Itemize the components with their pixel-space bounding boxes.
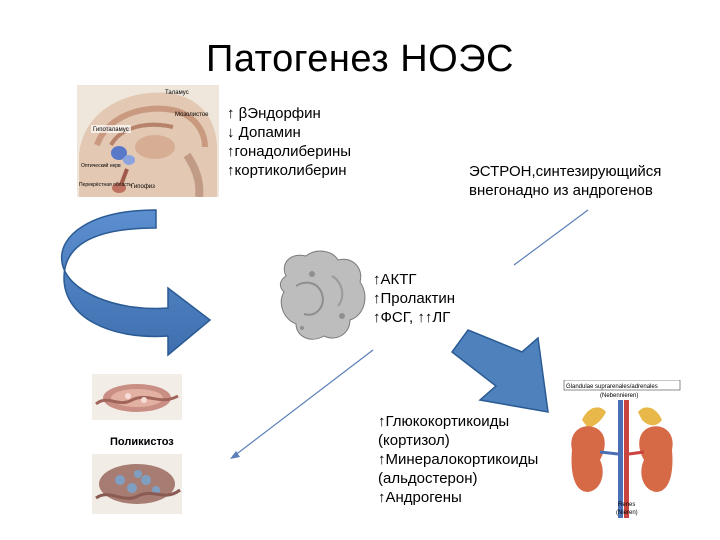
ovary-label: Поликистоз (110, 436, 174, 448)
hypothalamus-line-4: ↑кортиколиберин (227, 162, 347, 179)
pituitary-line-2: ↑Пролактин (373, 290, 455, 307)
line-to-estrone (513, 209, 589, 266)
adrenal-line-2: (кортизол) (378, 432, 450, 449)
pituitary-line-1: ↑АКТГ (373, 271, 417, 288)
diagonal-arrow-right (450, 329, 549, 413)
adrenal-line-4: (альдостерон) (378, 470, 478, 487)
ovary-image-normal (92, 374, 182, 420)
ovary-image-polycystic (92, 454, 182, 514)
adrenal-label-2: (Nebennieren) (600, 393, 638, 399)
adrenal-line-1: ↑Глюкокортикоиды (378, 413, 510, 430)
brain-label-optic: Оптический нерв (81, 162, 121, 169)
adrenal-hormones: ↑Глюкокортикоиды (кортизол) ↑Минералокор… (378, 412, 538, 507)
curved-arrow-left (60, 209, 212, 357)
hypothalamus-line-2: ↓ Допамин (227, 124, 301, 141)
brain-label-thalamus: Таламус (165, 90, 189, 96)
estrone-line-1: ЭСТРОН,синтезирующийся (469, 163, 662, 180)
estrone-note: ЭСТРОН,синтезирующийся внегонадно из анд… (469, 162, 661, 200)
brain-label-pituitary: Гипофиз (131, 184, 155, 190)
arrow-to-ovary-line (233, 349, 374, 457)
pituitary-hormones: ↑АКТГ ↑Пролактин ↑ФСГ, ↑↑ЛГ (373, 270, 455, 327)
hypothalamus-hormones: ↑ βЭндорфин ↓ Допамин ↑гонадолиберины ↑к… (227, 104, 351, 180)
adrenal-line-3: ↑Минералокортикоиды (378, 451, 539, 468)
brain-label-region: Перекрёстная область (79, 182, 132, 188)
hypothalamus-line-1: ↑ βЭндорфин (227, 105, 321, 122)
pituitary-image (272, 246, 374, 346)
slide-title: Патогенез НОЭС (206, 38, 514, 80)
brain-sagittal-image: Таламус Мозолистое Гипоталамус Оптически… (77, 85, 219, 197)
adrenal-label-1: Glandulae suprarenales/adrenales (566, 384, 658, 390)
hypothalamus-line-3: ↑гонадолиберины (227, 143, 352, 160)
adrenal-label-4: (Nieren) (616, 510, 638, 516)
adrenal-kidney-image: Glandulae suprarenales/adrenales (Nebenn… (562, 380, 682, 520)
brain-label-hypothalamus: Гипоталамус (93, 127, 129, 133)
adrenal-label-3: Renes (618, 502, 635, 508)
estrone-line-2: внегонадно из андрогенов (469, 182, 653, 199)
adrenal-line-5: ↑Андрогены (378, 489, 462, 506)
pituitary-line-3: ↑ФСГ, ↑↑ЛГ (373, 309, 451, 326)
arrow-to-ovary-head (230, 451, 240, 459)
brain-label-corpus: Мозолистое (175, 112, 209, 118)
